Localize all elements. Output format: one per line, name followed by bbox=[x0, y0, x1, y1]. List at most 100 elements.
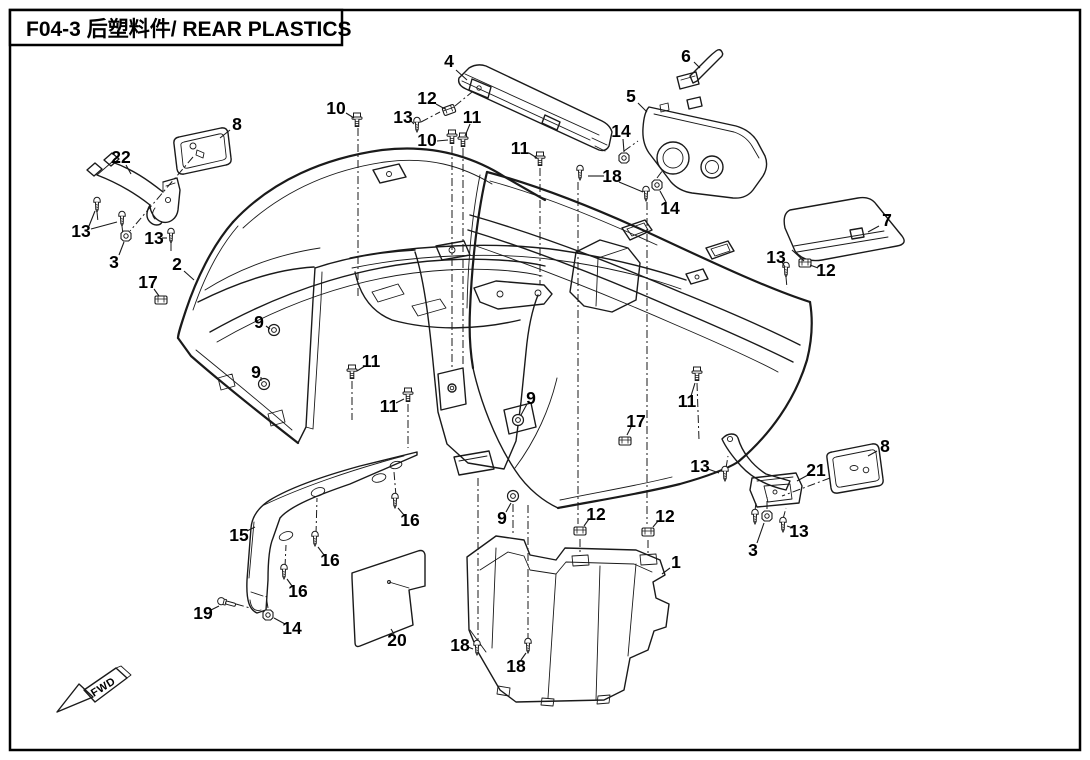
leader-line bbox=[505, 502, 512, 513]
screw-fastener bbox=[118, 210, 126, 227]
part-storage-box bbox=[466, 535, 670, 707]
axis-line bbox=[785, 276, 788, 289]
screw-fastener bbox=[721, 465, 729, 482]
fasteners bbox=[93, 103, 812, 656]
bolt-fastener bbox=[402, 387, 414, 402]
screw-fastener bbox=[751, 508, 759, 525]
leader-line bbox=[661, 567, 671, 575]
clip-fastener bbox=[441, 103, 457, 117]
leader-line bbox=[153, 288, 160, 297]
leader-line bbox=[659, 190, 667, 203]
nut-fastener bbox=[618, 152, 630, 164]
callout-15: 15 bbox=[229, 525, 249, 545]
callout-10: 10 bbox=[417, 130, 437, 150]
callout-9: 9 bbox=[526, 388, 536, 408]
callout-8: 8 bbox=[232, 114, 242, 134]
callout-11: 11 bbox=[362, 351, 381, 371]
nut-fastener bbox=[761, 510, 773, 522]
callout-10: 10 bbox=[326, 98, 346, 118]
bolt-fastener bbox=[346, 364, 358, 379]
screw-fastener bbox=[93, 196, 101, 213]
callout-2: 2 bbox=[172, 254, 182, 274]
clip-fastener bbox=[641, 527, 655, 537]
part-rear-fender-right bbox=[466, 170, 813, 510]
leader-line bbox=[286, 578, 293, 587]
callout-13: 13 bbox=[766, 247, 786, 267]
leader-line bbox=[390, 628, 395, 635]
callout-16: 16 bbox=[320, 550, 340, 570]
part-rear-fender-left bbox=[176, 147, 547, 445]
leader-line bbox=[90, 221, 118, 230]
callout-3: 3 bbox=[109, 252, 119, 272]
leader-line bbox=[652, 520, 659, 528]
screw-fastener bbox=[642, 185, 650, 202]
leader-line bbox=[317, 546, 325, 556]
nut-fastener bbox=[120, 230, 132, 242]
callout-14: 14 bbox=[611, 121, 631, 141]
leader-line bbox=[626, 426, 632, 436]
callout-13: 13 bbox=[789, 521, 809, 541]
part-bracket-left bbox=[86, 152, 181, 226]
bolt-fastener bbox=[534, 151, 546, 166]
part-bracket-right bbox=[721, 433, 803, 508]
leader-line bbox=[583, 518, 590, 527]
axis-line bbox=[656, 169, 664, 179]
part-mud-guard bbox=[246, 451, 418, 614]
callout-9: 9 bbox=[251, 362, 261, 382]
axis-line bbox=[454, 91, 473, 107]
callout-13: 13 bbox=[144, 228, 164, 248]
part-reflector-left bbox=[173, 127, 232, 175]
clip-fastener bbox=[798, 258, 812, 268]
axis-line bbox=[393, 471, 397, 497]
callout-13: 13 bbox=[393, 107, 413, 127]
leader-line bbox=[273, 617, 286, 625]
screw-fastener bbox=[391, 492, 399, 509]
leader-line bbox=[356, 365, 366, 372]
leader-line bbox=[693, 61, 701, 69]
leader-line bbox=[88, 210, 96, 227]
fwd-arrow: FWD bbox=[56, 665, 132, 713]
bolt-fastener bbox=[691, 366, 703, 381]
callout-12: 12 bbox=[816, 260, 836, 280]
axis-line bbox=[235, 603, 251, 609]
callout-8: 8 bbox=[880, 436, 890, 456]
callout-22: 22 bbox=[111, 147, 131, 167]
axis-lines bbox=[96, 91, 831, 644]
callout-13: 13 bbox=[71, 221, 91, 241]
grommet-fastener bbox=[267, 323, 281, 337]
leader-line bbox=[435, 103, 446, 110]
part-sheet bbox=[351, 549, 426, 648]
leader-line bbox=[125, 164, 132, 175]
callout-18: 18 bbox=[450, 635, 470, 655]
page-border bbox=[8, 8, 1082, 752]
part-hook-bracket bbox=[676, 49, 724, 90]
callout-21: 21 bbox=[806, 460, 826, 480]
axis-line bbox=[623, 140, 639, 152]
callout-11: 11 bbox=[463, 107, 482, 127]
callout-9: 9 bbox=[497, 508, 507, 528]
axis-line bbox=[129, 156, 194, 232]
part-reflector-right bbox=[826, 443, 884, 494]
callout-19: 19 bbox=[193, 603, 213, 623]
clip-fastener bbox=[618, 436, 632, 446]
callout-9: 9 bbox=[254, 312, 264, 332]
callout-12: 12 bbox=[655, 506, 675, 526]
leader-line bbox=[707, 468, 720, 474]
leader-line bbox=[265, 325, 271, 330]
leader-line bbox=[690, 382, 696, 397]
callout-14: 14 bbox=[282, 618, 302, 638]
callout-3: 3 bbox=[748, 540, 758, 560]
callout-12: 12 bbox=[417, 88, 437, 108]
screw-fastener bbox=[779, 516, 787, 533]
axis-line bbox=[265, 595, 269, 609]
title-block: F04-3 后塑料件/ REAR PLASTICS bbox=[8, 8, 352, 47]
bolt-fastener bbox=[351, 112, 363, 127]
clip-fastener bbox=[573, 526, 587, 536]
axis-line bbox=[315, 497, 318, 535]
callout-6: 6 bbox=[681, 46, 691, 66]
callout-20: 20 bbox=[387, 630, 407, 650]
callout-16: 16 bbox=[400, 510, 420, 530]
leader-line bbox=[436, 139, 449, 142]
page-title: F04-3 后塑料件/ REAR PLASTICS bbox=[26, 18, 352, 41]
